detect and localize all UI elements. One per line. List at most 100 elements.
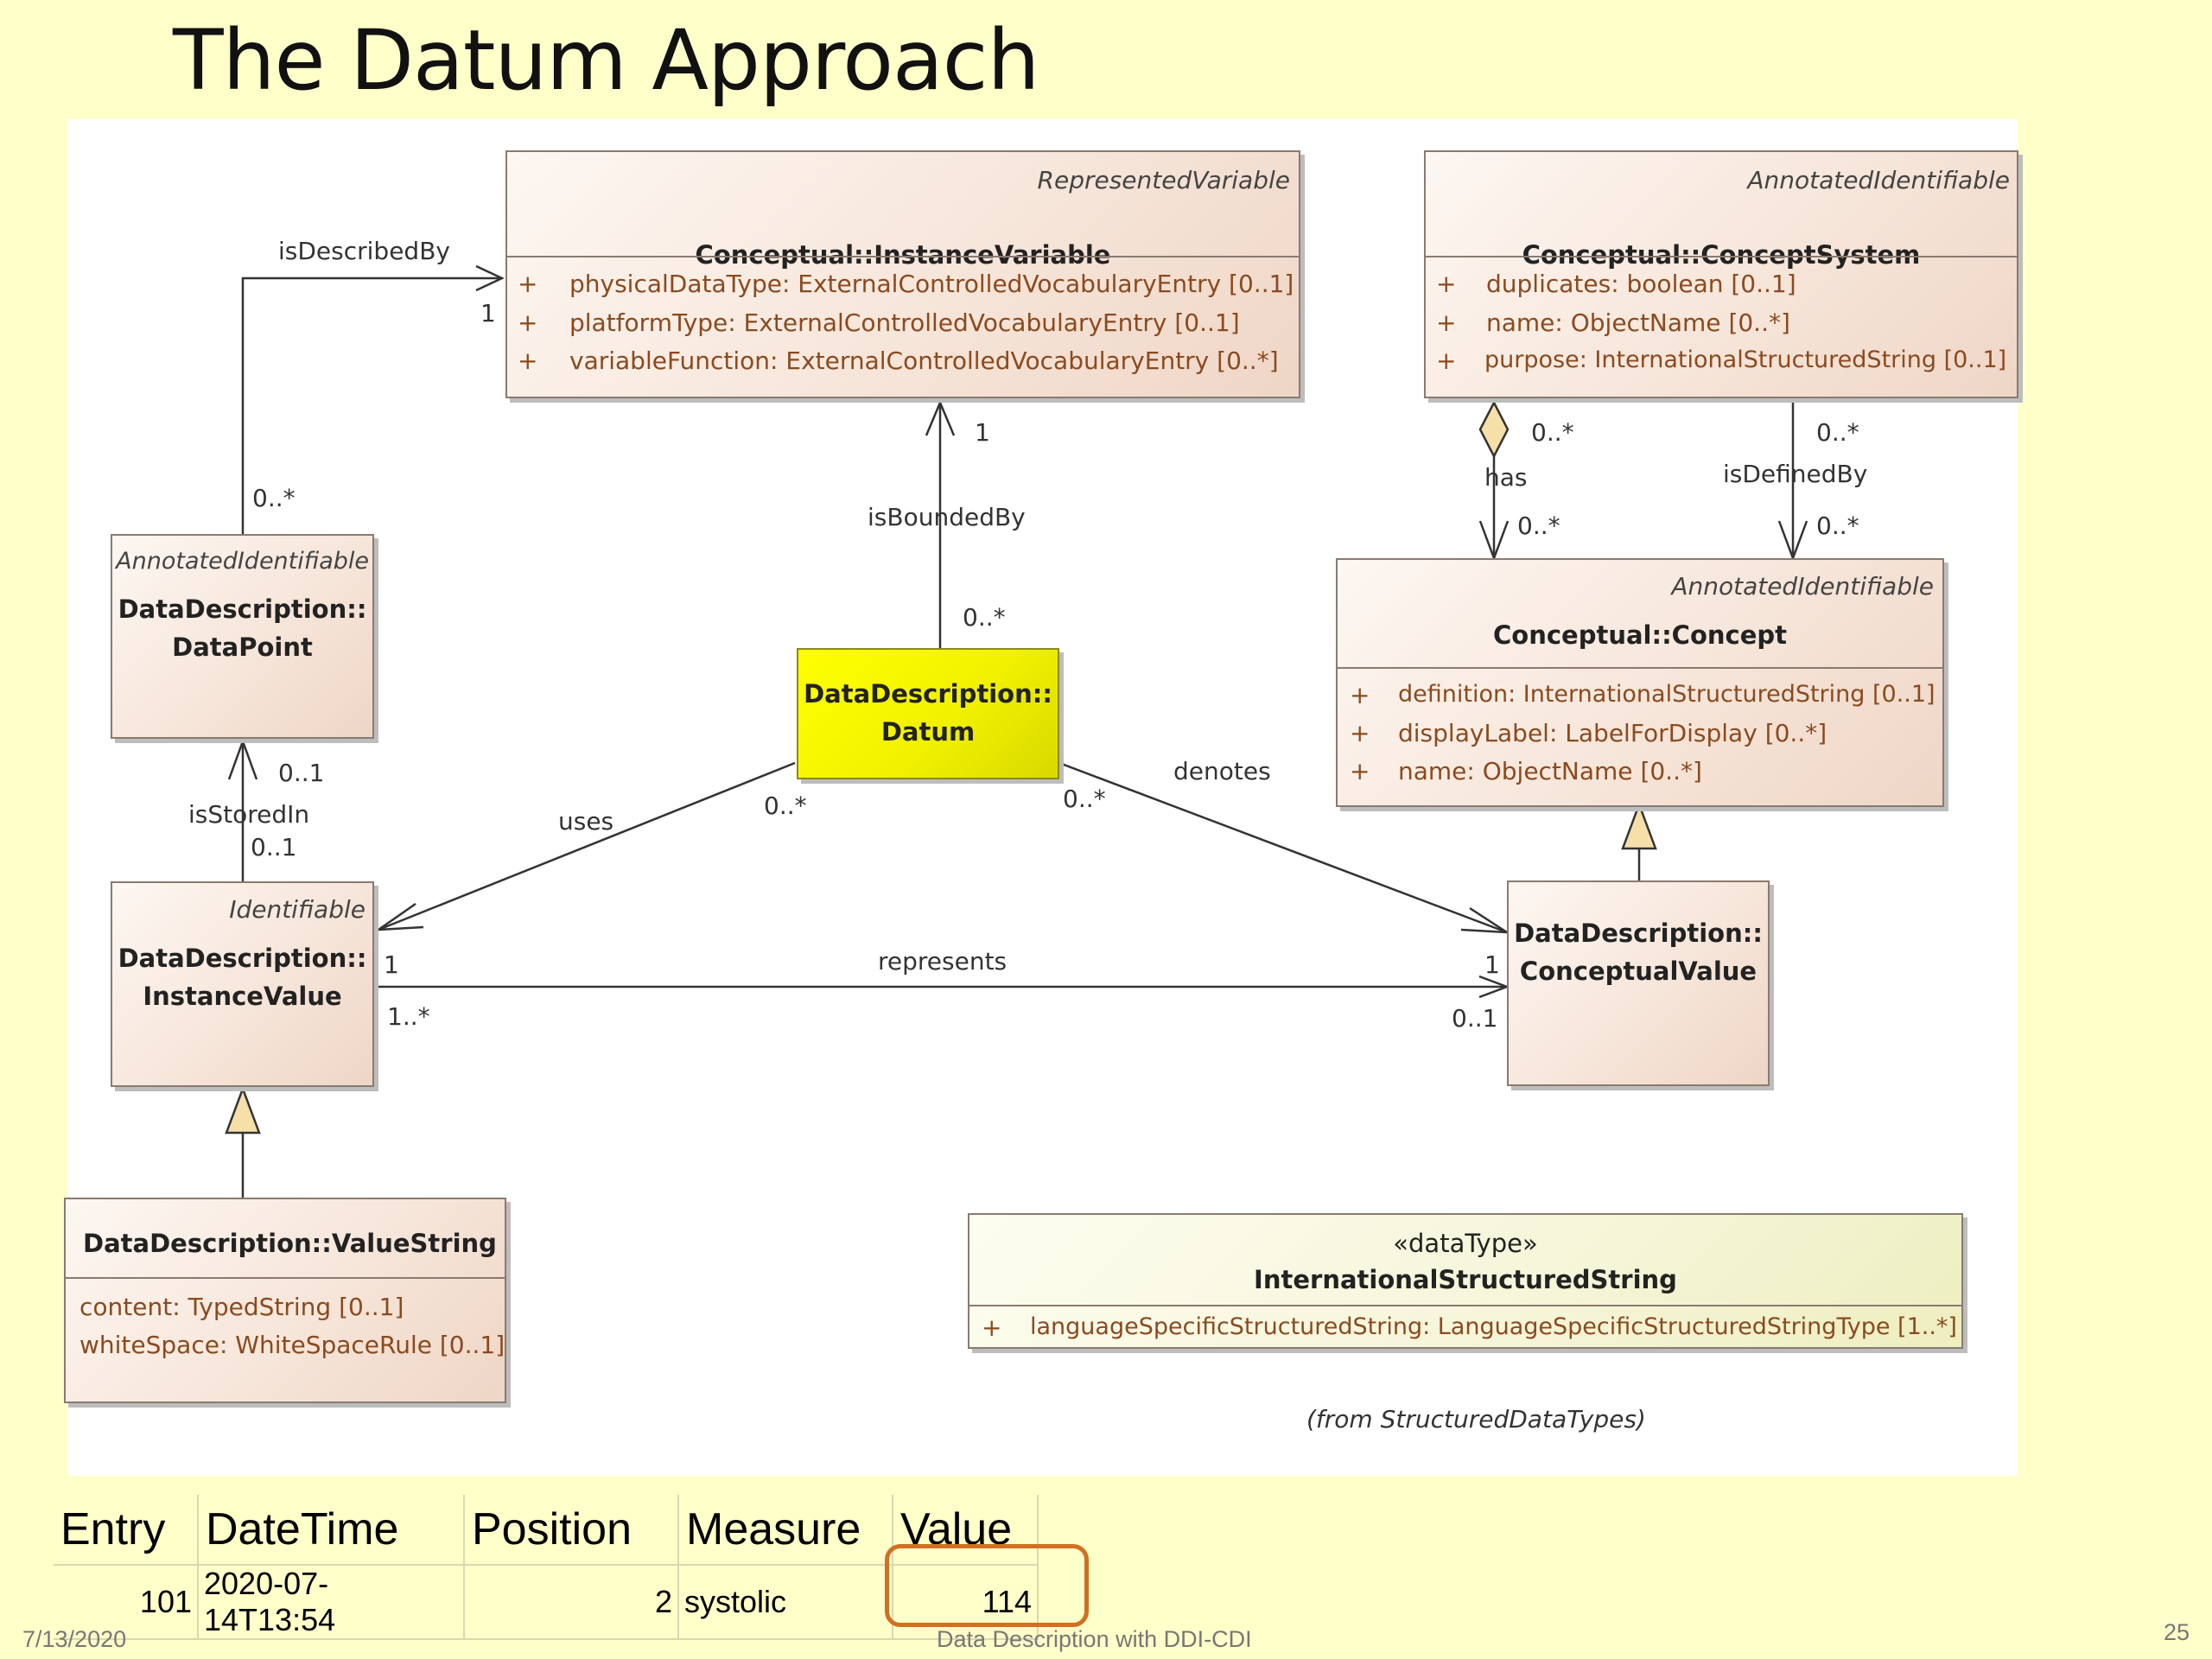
mult-has-source: 0..* [1531, 418, 1574, 447]
attribute: languageSpecificStructuredString: Langua… [1030, 1313, 1957, 1340]
attribute-visibility: + [518, 270, 538, 298]
attribute: content: TypedString [0..1] [79, 1293, 404, 1321]
column-header-measure: Measure [678, 1495, 893, 1565]
attribute: physicalDataType: ExternalControlledVoca… [569, 270, 1294, 298]
mult-defined-target: 0..* [1816, 512, 1859, 540]
label-is-bounded-by: isBoundedBy [868, 503, 1026, 531]
label-is-described-by: isDescribedBy [278, 237, 450, 265]
attribute-visibility: + [1350, 719, 1370, 747]
attribute: name: ObjectName [0..*] [1486, 308, 1790, 337]
label-represents: represents [878, 947, 1007, 976]
class-instance-value: Identifiable DataDescription:: InstanceV… [111, 881, 374, 1087]
arrowhead-denotes [1460, 906, 1511, 934]
column-header-position: Position [464, 1495, 679, 1565]
attribute-visibility: + [1436, 346, 1457, 375]
value-highlight-outline [885, 1544, 1089, 1627]
datatype-international-structured-string: «dataType» InternationalStructuredString… [968, 1213, 1963, 1349]
mult-stored-source: 0..1 [251, 833, 297, 861]
attribute-visibility: + [1436, 308, 1457, 337]
class-value-string: DataDescription::ValueString content: Ty… [64, 1198, 506, 1403]
mult-bounded-target: 1 [975, 418, 990, 447]
class-name-line1: DataDescription:: [1514, 918, 1763, 948]
mult-uses-source: 0..* [764, 791, 807, 820]
mult-represents-target-1: 1 [1484, 950, 1500, 979]
label-uses: uses [558, 807, 614, 836]
generalization-triangle-instance-value-icon [225, 1085, 261, 1135]
attribute: variableFunction: ExternalControlledVoca… [569, 346, 1279, 375]
mult-represents-source-1: 1 [384, 950, 399, 979]
attribute-visibility: + [518, 308, 538, 337]
attribute: purpose: InternationalStructuredString [… [1484, 346, 2007, 373]
class-concept-system: AnnotatedIdentifiable Conceptual::Concep… [1424, 150, 2018, 398]
class-conceptual-value: DataDescription:: ConceptualValue [1507, 880, 1770, 1086]
mult-represents-source-2: 1..* [387, 1002, 430, 1031]
mult-defined-source: 0..* [1816, 418, 1859, 447]
attribute-visibility: + [1350, 681, 1370, 709]
cell-datetime: 2020-07-14T13:54 [198, 1564, 465, 1640]
class-instance-variable: RepresentedVariable Conceptual::Instance… [505, 150, 1300, 398]
cell-entry: 101 [54, 1564, 199, 1640]
class-stereotype: RepresentedVariable [1037, 166, 1290, 194]
mult-has-target: 0..* [1517, 512, 1560, 540]
class-name-line2: InstanceValue [143, 982, 342, 1011]
class-stereotype: AnnotatedIdentifiable [1671, 572, 1934, 601]
class-name-line2: Datum [880, 717, 976, 747]
arrowhead-is-described-by [475, 264, 505, 292]
attribute-visibility: + [982, 1313, 1002, 1342]
datatype-name: InternationalStructuredString [1254, 1265, 1677, 1294]
generalization-triangle-concept-icon [1621, 801, 1657, 850]
cell-position: 2 [464, 1564, 679, 1640]
arrowhead-is-stored-in [227, 738, 258, 780]
attribute: definition: InternationalStructuredStrin… [1398, 681, 1936, 708]
class-name: Conceptual::Concept [1492, 620, 1787, 650]
label-is-stored-in: isStoredIn [188, 800, 310, 829]
table-row: 101 2020-07-14T13:54 2 systolic 114 [54, 1564, 1039, 1640]
uml-diagram: RepresentedVariable Conceptual::Instance… [64, 119, 2018, 1476]
class-data-point: AnnotatedIdentifiable DataDescription:: … [111, 534, 374, 739]
attribute-visibility: + [518, 346, 538, 375]
mult-bounded-source: 0..* [963, 603, 1006, 632]
class-divider [1338, 667, 1942, 669]
arrowhead-is-bounded-by [925, 399, 956, 436]
attribute: platformType: ExternalControlledVocabula… [569, 308, 1240, 337]
mult-stored-target: 0..1 [278, 759, 325, 787]
attribute: whiteSpace: WhiteSpaceRule [0..1] [79, 1331, 505, 1359]
class-divider [969, 1305, 1961, 1306]
class-divider [1426, 256, 2017, 257]
arrowhead-uses [374, 902, 424, 931]
connector-uses [378, 761, 796, 931]
slide-title: The Datum Approach [173, 12, 1039, 109]
class-name: Conceptual::InstanceVariable [695, 240, 1111, 270]
attribute: duplicates: boolean [0..1] [1486, 270, 1796, 298]
mult-denotes-source: 0..* [1063, 785, 1106, 813]
cell-measure: systolic [678, 1564, 893, 1640]
footer-title: Data Description with DDI-CDI [937, 1626, 1252, 1652]
label-denotes: denotes [1173, 757, 1271, 785]
class-name-line1: DataDescription:: [118, 944, 367, 973]
mult-described-source: 0..* [252, 484, 296, 512]
column-header-entry: Entry [54, 1495, 199, 1565]
connector-is-described-by [241, 276, 502, 534]
class-name-line1: DataDescription:: [118, 594, 367, 624]
footer-date: 7/13/2020 [22, 1626, 127, 1652]
class-divider [66, 1277, 505, 1279]
aggregation-diamond-icon [1478, 400, 1510, 459]
table-header-row: Entry DateTime Position Measure Value [54, 1495, 1039, 1565]
cell-value: 114 [893, 1564, 1039, 1640]
class-datum: DataDescription:: Datum [797, 648, 1059, 779]
class-stereotype: Identifiable [229, 895, 365, 924]
label-is-defined-by: isDefinedBy [1723, 460, 1868, 488]
page-number: 25 [2164, 1619, 2190, 1645]
connectors-layer [225, 264, 1808, 1198]
attribute: displayLabel: LabelForDisplay [0..*] [1398, 719, 1827, 747]
class-name-line2: ConceptualValue [1519, 957, 1758, 986]
attribute: name: ObjectName [0..*] [1398, 757, 1702, 785]
class-stereotype: AnnotatedIdentifiable [116, 548, 369, 575]
label-has: has [1484, 463, 1528, 492]
class-name: DataDescription::ValueString [83, 1229, 497, 1258]
mult-described-target: 1 [480, 299, 496, 327]
class-name-line2: DataPoint [172, 632, 313, 662]
attribute-visibility: + [1436, 270, 1457, 298]
class-stereotype: AnnotatedIdentifiable [1747, 166, 2010, 194]
mult-represents-target-2: 0..1 [1452, 1004, 1498, 1033]
